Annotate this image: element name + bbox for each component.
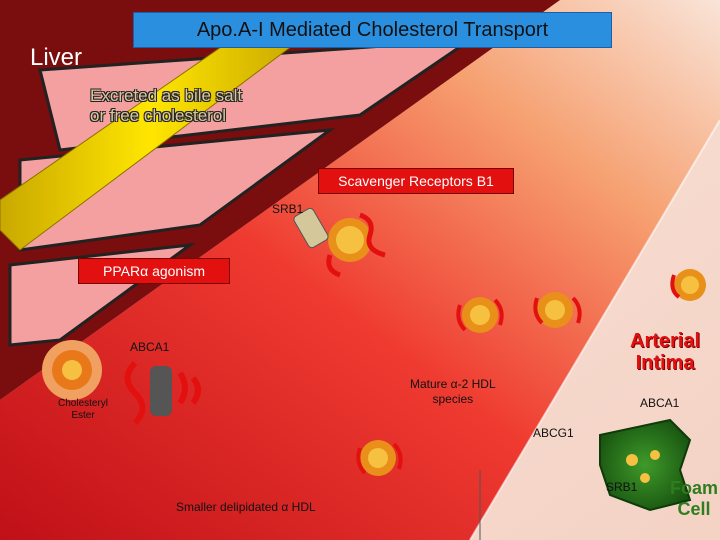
diagram-title: Apo.A-I Mediated Cholesterol Transport [133, 12, 612, 48]
scavenger-receptors-label: Scavenger Receptors B1 [318, 168, 514, 194]
arterial-intima-line1: Arterial [630, 330, 701, 352]
foam-cell-lipid-3 [640, 473, 650, 483]
arterial-intima-label: Arterial Intima [630, 330, 700, 374]
cholesteryl-ester-cluster [42, 340, 102, 400]
foam-cell-line1: Foam [670, 478, 719, 498]
cholesteryl-ester-line1: Cholesteryl [58, 398, 109, 409]
abca1-transporter-left [124, 360, 201, 426]
srb1-bottom-label: SRB1 [606, 480, 638, 494]
hdl-particle-srb1-top [326, 212, 386, 278]
intima-boundary-line-1 [469, 119, 720, 540]
foam-cell-line2: Cell [677, 499, 711, 519]
arterial-intima-line2: Intima [635, 352, 695, 374]
bile-label: Excreted as bile salt or free cholestero… [90, 86, 243, 125]
hdl-particle-smaller [356, 440, 403, 476]
liver-label: Liver [30, 44, 83, 71]
ppar-agonism-label: PPARα agonism [78, 258, 230, 284]
cholesteryl-ester-line2: Ester [71, 410, 95, 421]
mature-hdl-label: Mature α-2 HDL species [410, 377, 496, 407]
foam-cell-lipid-1 [626, 454, 638, 466]
foam-cell-label: Foam Cell [670, 478, 718, 520]
abcg1-label: ABCG1 [533, 426, 574, 440]
abca1-right-label: ABCA1 [640, 396, 680, 410]
hdl-particle-mature-3 [670, 269, 706, 301]
hdl-particle-mature-2 [533, 292, 582, 328]
foam-cell-lipid-2 [650, 450, 660, 460]
srb1-top-label: SRB1 [272, 202, 304, 216]
mature-hdl-line2: species [432, 392, 474, 406]
hdl-particle-mature-1 [456, 297, 504, 333]
srb1-receptor-top [293, 207, 329, 249]
cholesteryl-ester-label: Cholesteryl Ester [58, 398, 108, 422]
abca1-left-label: ABCA1 [130, 340, 170, 354]
smaller-hdl-label: Smaller delipidated α HDL [176, 500, 316, 514]
foam-cell [599, 418, 692, 512]
mature-hdl-line1: Mature α-2 HDL [410, 377, 496, 391]
